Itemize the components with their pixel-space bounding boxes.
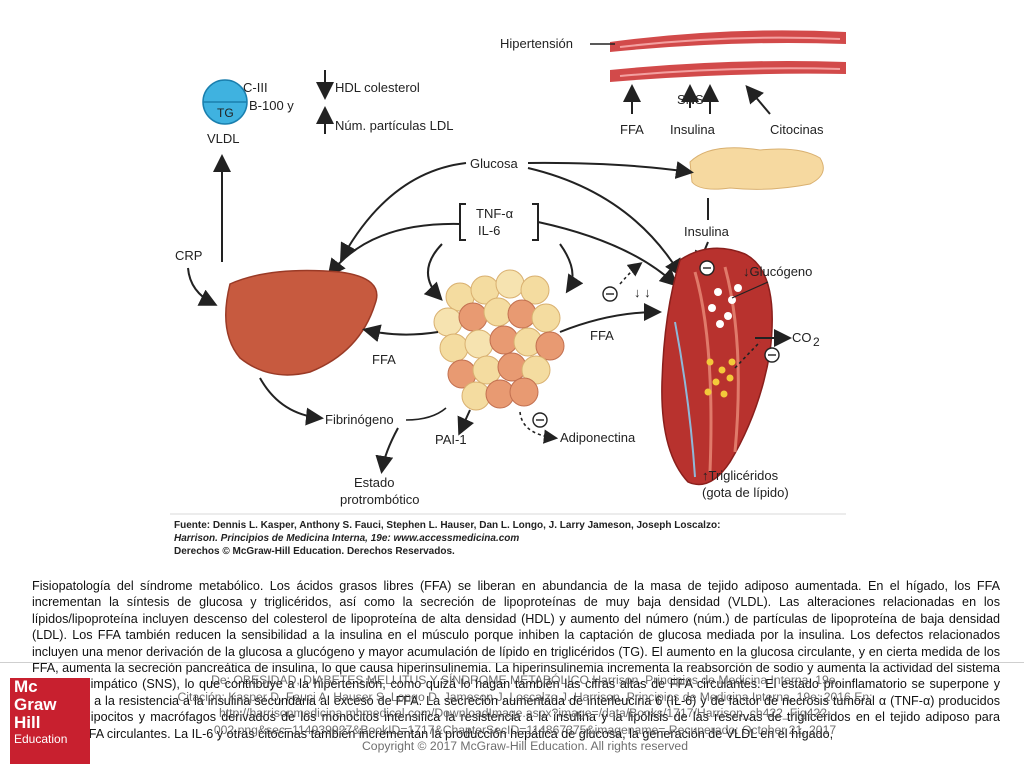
glucose-to-liver-arrow xyxy=(340,162,467,262)
insulin-mid-label: Insulina xyxy=(684,224,730,239)
triglycerides-label-2: (gota de lípido) xyxy=(702,485,789,500)
adiponectin-label: Adiponectina xyxy=(560,430,636,445)
hdl-label: HDL colesterol xyxy=(335,80,420,95)
lipid-droplets xyxy=(704,358,736,398)
ffa-right-label: FFA xyxy=(590,328,614,343)
muscle-vessel-blue xyxy=(674,321,696,478)
fibrinogen-link xyxy=(405,407,447,421)
figure-svg: Hipertensión SNS FFA Insulina Citocinas … xyxy=(170,30,846,557)
muscle xyxy=(661,247,773,486)
liver-to-crp-arrow xyxy=(187,267,218,306)
citation-line-1: De: OBESIDAD, DIABETES MELLITUS Y SÍNDRO… xyxy=(211,673,839,687)
adiponectin-dashed-arrow xyxy=(519,411,559,444)
adipose-tissue xyxy=(433,269,565,411)
fibrinogen-label: Fibrinógeno xyxy=(325,412,394,427)
inhibit-icon-1 xyxy=(602,286,618,302)
tg-label: TG xyxy=(217,106,234,120)
citation-line-3[interactable]: http://harrisonmedicina.mhmedical.com/Do… xyxy=(218,706,832,720)
vldl-particle xyxy=(202,79,248,125)
mcgraw-hill-logo: Mc Graw Hill Education xyxy=(10,678,90,764)
ffa-top-label: FFA xyxy=(620,122,644,137)
tnf-label: TNF-α xyxy=(476,206,514,221)
cytokines-up-arrow xyxy=(745,84,771,115)
pancreas xyxy=(689,147,824,190)
muscle-fiber-2 xyxy=(723,266,740,453)
co2-subscript: 2 xyxy=(813,335,820,349)
logo-line-2: Graw xyxy=(14,695,57,714)
glucose-to-pancreas-arrow xyxy=(527,161,694,179)
ffa-to-muscle-arrow xyxy=(559,303,662,333)
glycogen-label: ↓Glucógeno xyxy=(743,264,812,279)
il6-label: IL-6 xyxy=(478,223,500,238)
figure-caption: Fisiopatología del síndrome metabólico. … xyxy=(32,579,1000,741)
logo-line-1: Mc xyxy=(14,677,38,696)
cytokine-bracket-left xyxy=(459,203,466,241)
c3-label: C-III xyxy=(243,80,268,95)
glucose-to-muscle-arrow xyxy=(527,167,683,278)
cytokines-label: Citocinas xyxy=(770,122,824,137)
blood-vessel-bottom xyxy=(610,61,846,82)
cytokine-loop-left xyxy=(423,243,443,301)
footer-divider xyxy=(0,662,1024,663)
source-line-3: Derechos © McGraw-Hill Education. Derech… xyxy=(174,546,455,557)
vldl-label: VLDL xyxy=(207,131,240,146)
copyright-line: Copyright © 2017 McGraw-Hill Education. … xyxy=(362,739,688,753)
glycogen-pointer xyxy=(731,281,769,299)
cytokine-bracket-right xyxy=(532,203,539,241)
citation-overlay: De: OBESIDAD, DIABETES MELLITUS Y SÍNDRO… xyxy=(100,672,950,768)
to-prothrombotic-arrow xyxy=(375,427,399,474)
pai1-label: PAI-1 xyxy=(435,432,467,447)
citation-line-2: Citación: Kasper D, Fauci A, Hauser S, L… xyxy=(177,689,873,704)
cytokine-loop-right xyxy=(559,243,584,294)
muscle-fiber-1 xyxy=(693,271,713,473)
ffa-inhibit-dashed-arrow xyxy=(619,262,643,285)
source-line-2: Harrison. Principios de Medicina Interna… xyxy=(174,533,519,544)
liver xyxy=(225,269,378,376)
cytokine-to-liver-arrow xyxy=(327,222,461,278)
hypertension-label: Hipertensión xyxy=(500,36,573,51)
triglycerides-label-1: ↑Triglicéridos xyxy=(702,468,779,483)
prothrombotic-label-1: Estado xyxy=(354,475,394,490)
ffa-to-liver-arrow xyxy=(362,324,439,342)
blood-vessel-top xyxy=(610,30,846,52)
co2-label: CO xyxy=(792,330,812,345)
source-line-1: Fuente: Dennis L. Kasper, Anthony S. Fau… xyxy=(174,520,720,531)
ldl-label: Núm. partículas LDL xyxy=(335,118,454,133)
glucose-label: Glucosa xyxy=(470,156,518,171)
citation-line-4[interactable]: 002.png&sec=114939927&BookID=1717&Chapte… xyxy=(213,722,837,737)
glycogen-dots xyxy=(708,284,742,328)
inhibit-icon-3 xyxy=(764,347,780,363)
lipid-oxidation-dashed xyxy=(734,341,761,369)
double-down-arrows: ↓ ↓ xyxy=(634,285,651,300)
metabolic-syndrome-figure: Hipertensión SNS FFA Insulina Citocinas … xyxy=(170,22,846,562)
logo-line-4: Education xyxy=(14,732,68,746)
ffa-left-label: FFA xyxy=(372,352,396,367)
inhibit-icon-2 xyxy=(699,260,715,276)
liver-to-fibrinogen-arrow xyxy=(259,377,324,426)
logo-line-3: Hill xyxy=(14,713,41,732)
insulin-top-label: Insulina xyxy=(670,122,716,137)
cytokine-to-muscle-arrow xyxy=(537,221,678,287)
crp-label: CRP xyxy=(175,248,202,263)
inhibit-icon-4 xyxy=(532,412,548,428)
prothrombotic-label-2: protrombótico xyxy=(340,492,419,507)
b100-label: B-100 y xyxy=(249,98,294,113)
adipose-to-pai1-arrow xyxy=(457,409,474,436)
